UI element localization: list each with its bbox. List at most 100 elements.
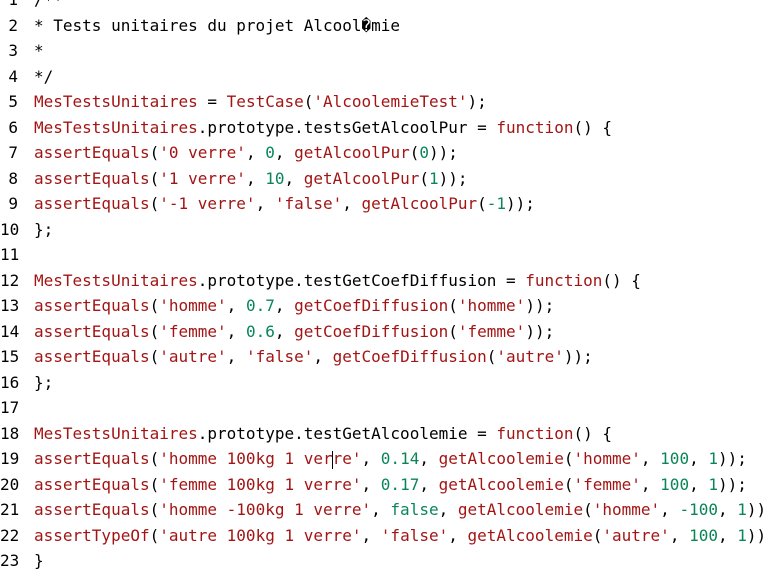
line-number: 11 [0,245,20,264]
code-token-number: 0 [419,143,429,162]
code-content[interactable]: assertEquals('homme', 0.7, getCoefDiffus… [18,293,768,319]
code-token-plain: , [245,143,266,162]
code-token-number: 0.17 [380,474,420,494]
code-token-plain: , [226,296,246,315]
code-content[interactable]: MesTestsUnitaires.prototype.testGetAlcoo… [18,421,768,447]
code-content[interactable]: assertTypeOf('autre 100kg 1 verre', 'fal… [18,523,768,549]
line-number: 17 [0,398,20,417]
code-content[interactable]: assertEquals('autre', 'false', getCoefDi… [18,344,768,370]
code-line[interactable]: 17 [0,395,768,421]
code-token-plain: )); [438,168,468,188]
code-token-plain: ( [486,347,497,366]
code-line[interactable]: 16}; [0,370,768,396]
code-token-identifier: MesTestsUnitaires [34,92,198,111]
code-content[interactable]: * Tests unitaires du projet Alcool�mie [18,13,768,39]
code-token-plain: , [245,168,266,188]
code-token-string: 'autre' [159,347,227,366]
code-line[interactable]: 23} [0,548,768,574]
code-token-identifier: getAlcoolPur [361,194,478,213]
code-token-plain: , [274,321,295,341]
code-token-string: 'femme' [159,321,227,341]
code-token-identifier: getAlcoolPur [294,143,410,162]
line-number: 14 [0,321,20,341]
code-content[interactable]: /** [18,0,768,13]
code-token-identifier: getAlcoolemie [438,474,564,494]
code-content[interactable]: assertEquals('-1 verre', 'false', getAlc… [18,191,768,217]
line-number: 5 [8,92,18,111]
code-content[interactable]: assertEquals('1 verre', 10, getAlcoolPur… [18,166,768,192]
code-line[interactable]: 3* [0,38,768,64]
code-line[interactable]: 2* Tests unitaires du projet Alcool�mie [0,13,768,39]
code-token-identifier: assertEquals [34,474,150,494]
code-token-string: 'homme -100kg 1 verre' [159,500,372,519]
code-token-string: '-1 verre' [159,194,256,213]
code-line[interactable]: 11 [0,242,768,268]
code-content[interactable] [18,242,768,268]
line-number: 13 [0,296,20,315]
code-token-plain: )); [717,474,747,494]
code-token-plain: ( [448,321,458,341]
code-content[interactable]: assertEquals('homme 100kg 1 verre', 0.14… [18,446,768,472]
code-token-plain: ); [467,92,487,111]
code-token-string: 'homme' [457,296,526,315]
code-line[interactable]: 1/** [0,0,768,13]
code-content[interactable]: assertEquals('homme -100kg 1 verre', fal… [18,497,768,523]
code-token-string: 'autre' [496,347,564,366]
code-content[interactable]: MesTestsUnitaires = TestCase('Alcoolemie… [18,89,768,115]
code-content[interactable]: */ [18,64,768,90]
code-token-plain: , [419,474,439,494]
code-token-number: 0.7 [245,296,275,315]
code-content[interactable]: }; [18,217,768,243]
code-token-string: 'autre' [602,525,670,545]
code-token-plain: , [448,525,468,545]
code-token-string: 'autre 100kg 1 verre' [159,525,362,545]
code-content[interactable]: assertEquals('femme', 0.6, getCoefDiffus… [18,319,768,345]
code-token-plain: , [640,474,661,494]
code-token-number: 100 [660,449,690,468]
code-content[interactable]: MesTestsUnitaires.prototype.testsGetAlco… [18,115,768,141]
code-token-identifier: assertEquals [34,168,150,188]
line-number: 12 [0,270,20,290]
code-token-identifier: getAlcoolemie [438,449,564,468]
code-content[interactable]: } [18,548,768,574]
code-token-keyword: function [496,423,574,443]
code-token-plain: , [669,525,690,545]
code-content[interactable] [18,395,768,421]
code-token-plain: )); [717,449,747,468]
code-content[interactable]: }; [18,370,768,396]
code-token-plain: ( [448,296,458,315]
code-token-plain: ( [419,168,429,188]
code-line[interactable]: 10}; [0,217,768,243]
code-content[interactable]: assertEquals('0 verre', 0, getAlcoolPur(… [18,140,768,166]
code-token-identifier: getCoefDiffusion [294,321,449,341]
code-token-number: 1 [737,525,747,545]
code-token-number: -1 [486,194,507,213]
code-token-plain: ( [563,449,574,468]
code-content[interactable]: assertEquals('femme 100kg 1 verre', 0.17… [18,472,768,498]
code-token-number: false [390,500,439,519]
code-content[interactable]: MesTestsUnitaires.prototype.testGetCoefD… [18,268,768,294]
code-token-identifier: getAlcoolPur [303,168,420,188]
code-line[interactable]: 4*/ [0,64,768,90]
code-token-plain: .prototype.testGetCoefDiffusion = [197,270,526,290]
code-token-identifier: TestCase [226,92,304,111]
code-token-plain: , [660,500,680,519]
code-content[interactable]: * [18,38,768,64]
code-token-plain: ( [149,474,160,494]
code-token-number: 10 [265,168,285,188]
